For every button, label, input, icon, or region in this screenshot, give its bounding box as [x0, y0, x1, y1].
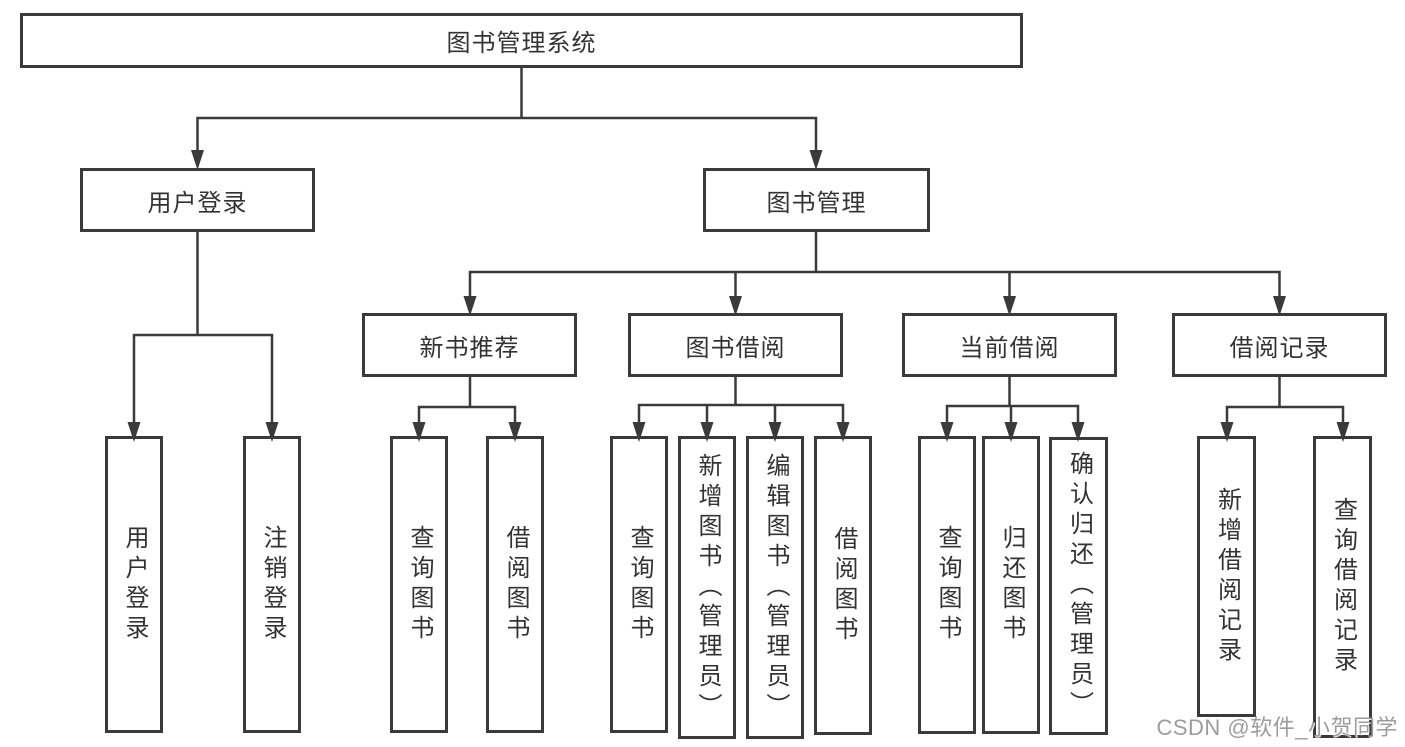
leaf-label: 归还图书 — [998, 525, 1025, 645]
leaf-logout: 注销登录 — [243, 436, 301, 733]
node-new-book-recommendation: 新书推荐 — [362, 313, 577, 377]
leaf-user-login: 用户登录 — [105, 436, 163, 733]
leaf-label: 查询图书 — [406, 524, 433, 645]
leaf-add-borrow-record: 新增借阅记录 — [1197, 436, 1256, 717]
csdn-watermark: CSDN @软件_小贺同学 — [1156, 715, 1398, 740]
leaf-label: 编辑图书（管理员） — [762, 452, 789, 723]
node-library-management-system: 图书管理系统 — [20, 13, 1023, 68]
node-label: 图书管理系统 — [446, 30, 597, 57]
leaf-label: 用户登录 — [121, 524, 148, 645]
arrow-icon — [191, 150, 204, 170]
leaf-label: 借阅图书 — [502, 524, 529, 645]
node-label: 当前借阅 — [959, 334, 1060, 362]
leaf-label: 新增图书（管理员） — [694, 452, 721, 723]
node-label: 图书管理 — [766, 189, 867, 217]
node-user-login: 用户登录 — [80, 168, 315, 232]
node-label: 新书推荐 — [419, 334, 520, 362]
leaf-label: 查询图书 — [934, 525, 961, 645]
leaf-add-book-admin: 新增图书（管理员） — [678, 436, 736, 739]
leaf-query-books-recommend: 查询图书 — [390, 436, 448, 733]
leaf-edit-book-admin: 编辑图书（管理员） — [746, 436, 804, 739]
node-book-management: 图书管理 — [703, 168, 930, 232]
node-label: 借阅记录 — [1229, 334, 1330, 362]
connector-bookmgmt-to-level3 — [468, 232, 1281, 299]
connector-currentborrow-to-leaves — [945, 377, 1080, 426]
connector-userlogin-to-leaves — [132, 232, 274, 424]
leaf-confirm-return-admin: 确认归还（管理员） — [1049, 437, 1108, 735]
leaf-query-books-current: 查询图书 — [918, 436, 976, 734]
arrow-icon — [809, 150, 823, 170]
node-label: 用户登录 — [147, 189, 248, 217]
leaf-label: 新增借阅记录 — [1213, 486, 1241, 667]
leaf-query-books-borrow: 查询图书 — [610, 436, 668, 733]
leaf-label: 查询图书 — [626, 524, 653, 645]
leaf-label: 确认归还（管理员） — [1065, 451, 1093, 721]
connector-borrowrecord-to-leaves — [1225, 377, 1345, 426]
connector-newbook-to-leaves — [417, 377, 517, 426]
leaf-borrow-books-recommend: 借阅图书 — [486, 436, 544, 733]
connector-bookborrow-to-leaves — [637, 377, 845, 426]
leaf-borrow-books: 借阅图书 — [814, 436, 872, 735]
leaf-label: 借阅图书 — [830, 525, 857, 646]
leaf-return-books: 归还图书 — [982, 436, 1040, 734]
node-book-borrowing: 图书借阅 — [628, 313, 843, 377]
node-label: 图书借阅 — [685, 334, 786, 362]
leaf-label: 注销登录 — [259, 524, 286, 645]
node-borrowing-records: 借阅记录 — [1172, 313, 1387, 377]
connector-root-to-level2 — [196, 68, 818, 152]
leaf-query-borrow-record: 查询借阅记录 — [1313, 436, 1372, 738]
node-current-borrowing: 当前借阅 — [902, 313, 1117, 377]
leaf-label: 查询借阅记录 — [1329, 497, 1357, 677]
